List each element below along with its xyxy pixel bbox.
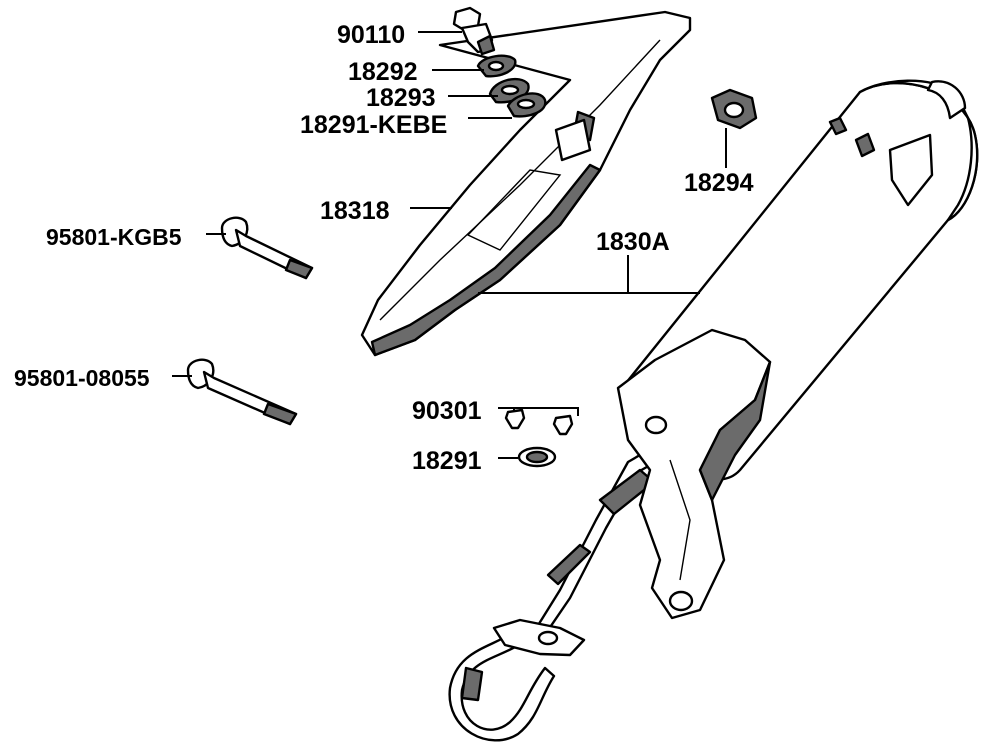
muffler-tailpipe bbox=[926, 80, 967, 120]
bolt-95801-kgb5 bbox=[220, 216, 314, 280]
label-18293: 18293 bbox=[366, 84, 436, 112]
muffler-front-bracket bbox=[616, 328, 772, 620]
gasket-18291 bbox=[517, 446, 557, 468]
leader-lines bbox=[172, 31, 727, 459]
bracket-bushing-lower bbox=[668, 590, 694, 612]
washer-18292 bbox=[476, 54, 517, 78]
bracket-rib bbox=[669, 459, 691, 581]
label-18291: 18291 bbox=[412, 447, 482, 475]
leader-1830a bbox=[478, 255, 700, 294]
label-1830a: 1830A bbox=[596, 228, 670, 256]
heat-shield-bracket bbox=[554, 118, 592, 162]
bracket-bushing-upper bbox=[644, 415, 668, 435]
heat-shield-shade bbox=[370, 163, 602, 357]
flange-hole bbox=[537, 630, 559, 646]
bracket-shade bbox=[698, 360, 772, 502]
exhaust-u-bend-band bbox=[460, 666, 484, 702]
nut-18294 bbox=[710, 88, 758, 130]
heat-shield bbox=[360, 10, 692, 357]
clips-90301 bbox=[504, 408, 574, 436]
label-95801-kgb5: 95801-KGB5 bbox=[46, 224, 182, 250]
leader-90301 bbox=[498, 407, 579, 416]
bolt-90110 bbox=[452, 6, 496, 56]
grommet-18291-kebe bbox=[506, 92, 547, 118]
label-90301: 90301 bbox=[412, 397, 482, 425]
label-18292: 18292 bbox=[348, 58, 418, 86]
label-90110: 90110 bbox=[337, 21, 405, 49]
exhaust-pipe-lower bbox=[546, 543, 592, 586]
muffler-clip bbox=[854, 132, 876, 158]
muffler-stud bbox=[828, 116, 848, 136]
label-18294: 18294 bbox=[684, 169, 754, 197]
label-18318: 18318 bbox=[320, 197, 390, 225]
bolt-95801-08055 bbox=[186, 358, 298, 426]
heat-shield-groove bbox=[466, 169, 562, 251]
label-18291-kebe: 18291-KEBE bbox=[300, 111, 447, 139]
muffler-rear-bracket bbox=[888, 133, 934, 207]
label-95801-08055: 95801-08055 bbox=[14, 365, 150, 391]
heat-shield-rib bbox=[379, 39, 661, 321]
muffler-assembly bbox=[448, 79, 979, 742]
